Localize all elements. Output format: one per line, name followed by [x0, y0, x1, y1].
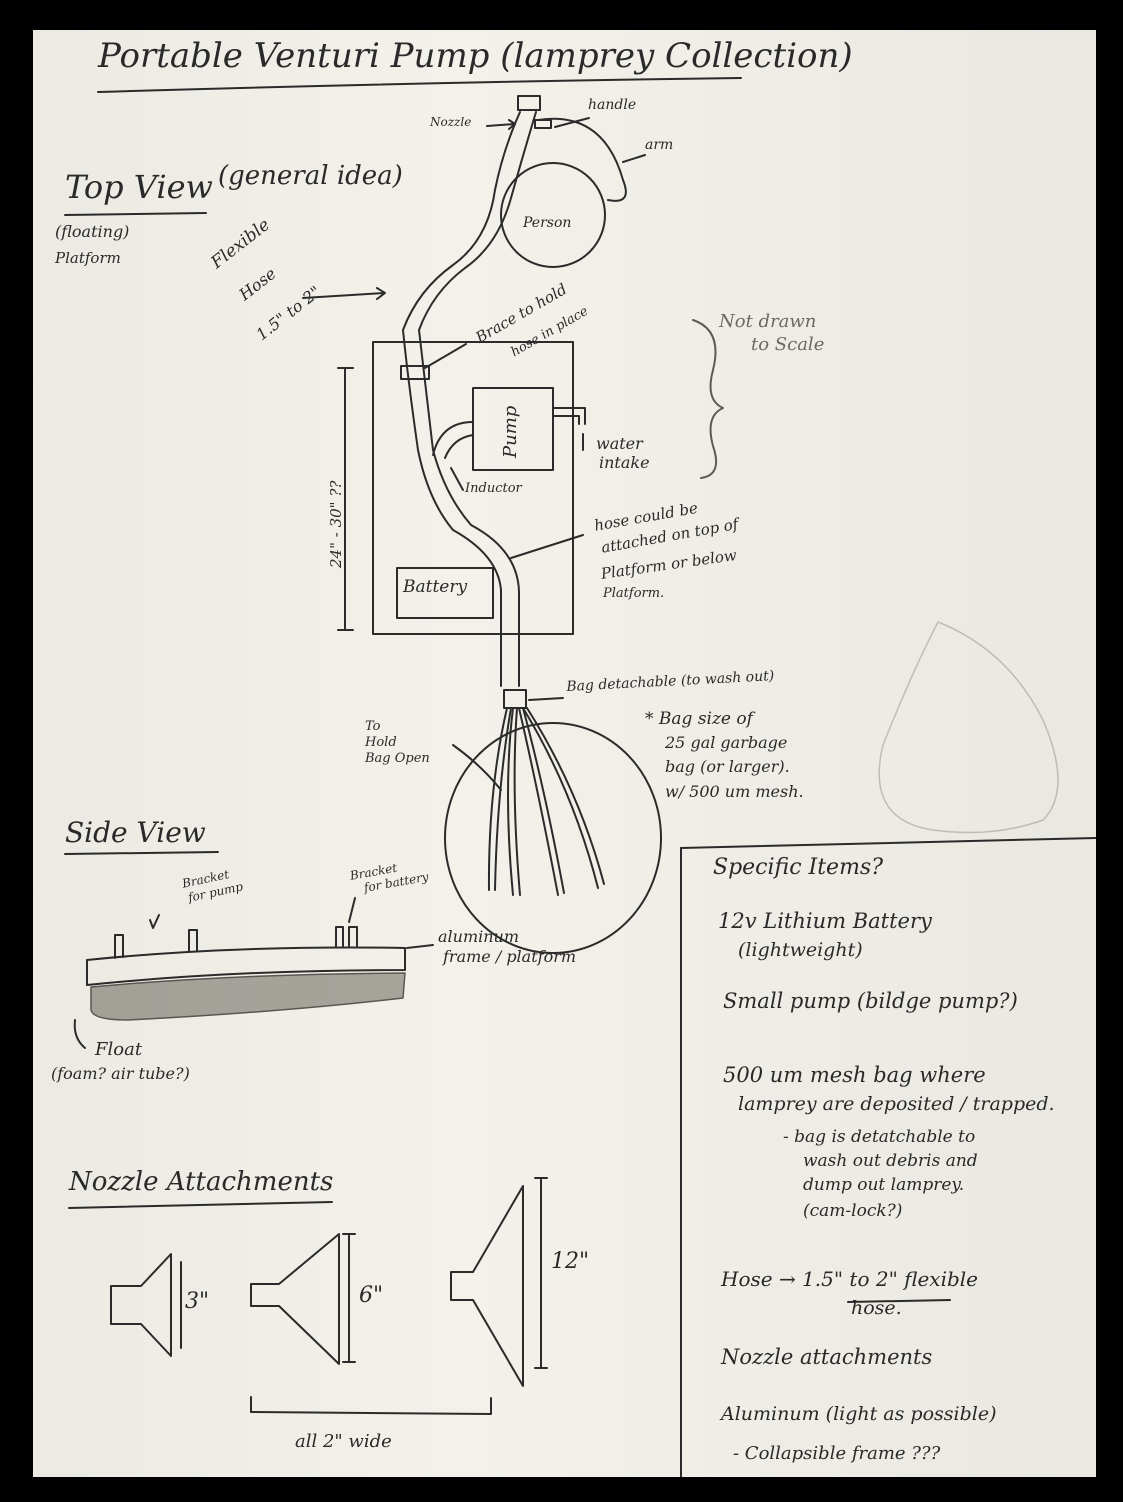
nozzle-3in [111, 1254, 171, 1356]
inductor-arrow [451, 468, 463, 490]
page-title: Portable Venturi Pump (lamprey Collectio… [98, 38, 853, 75]
nozzle-heading-underline [69, 1202, 332, 1208]
arm-outline [538, 119, 626, 201]
nozzle-size-12: 12" [551, 1250, 589, 1274]
side-view-heading: Side View [65, 818, 206, 849]
side-view-underline [65, 852, 218, 854]
item-battery: 12v Lithium Battery [718, 910, 932, 933]
bag-size-1: * Bag size of [645, 710, 753, 729]
arm-arrow [623, 155, 645, 162]
bag-rib-3 [519, 708, 564, 895]
item-hose-2: hose. [851, 1298, 902, 1319]
items-heading: Specific Items? [713, 856, 883, 880]
platform-label: Platform [55, 250, 121, 267]
inductor-branch [433, 422, 473, 458]
pump-label: Pump [501, 406, 521, 458]
nozzle-6in-dim [343, 1234, 355, 1362]
to-hold-label-1: To [365, 720, 381, 734]
scale-brace [693, 320, 723, 478]
item-aluminum: Aluminum (light as possible) [721, 1404, 997, 1425]
nozzle-12in-dim [535, 1178, 547, 1368]
item-bag-sub-1: - bag is detatchable to [783, 1128, 975, 1147]
battery-bracket [336, 927, 357, 947]
items-box-top [681, 838, 1096, 848]
top-view-heading: Top View [65, 170, 213, 205]
bag-rib-4 [523, 708, 604, 888]
item-mesh-bag-2: lamprey are deposited / trapped. [738, 1094, 1055, 1115]
bracket-battery-arrow [349, 898, 355, 922]
nozzle-size-3: 3" [185, 1290, 209, 1314]
top-view-underline [65, 213, 206, 215]
nozzle-6in [251, 1234, 339, 1364]
title-underline [98, 78, 741, 92]
bag-detach-arrow [529, 698, 563, 700]
nozzle-size-6: 6" [359, 1284, 383, 1308]
bag-size-4: w/ 500 um mesh. [665, 783, 804, 801]
handle-block [535, 120, 551, 128]
bag-clamp [504, 690, 526, 708]
float-label-1: Float [95, 1040, 142, 1060]
hose-note-4: Platform. [603, 587, 664, 601]
float-label-2: (foam? air tube?) [51, 1065, 190, 1083]
erased-ghost-shape [879, 622, 1058, 832]
float-arrow [75, 1020, 85, 1048]
not-drawn-label-1: Not drawn [719, 312, 816, 332]
bracket-pump-arrow [150, 915, 159, 928]
nozzle-head [518, 96, 540, 110]
item-battery-note: (lightweight) [738, 940, 863, 961]
frame-label-1: aluminum [438, 928, 519, 946]
to-hold-label-3: Bag Open [365, 752, 430, 766]
frame-label-2: frame / platform [443, 948, 576, 966]
item-frame: - Collapsible frame ??? [733, 1444, 940, 1464]
nozzle-label: Nozzle [430, 116, 471, 129]
nozzle-width-note: all 2" wide [295, 1432, 392, 1452]
hose-left [403, 112, 520, 686]
battery-label: Battery [403, 578, 467, 597]
item-bag-sub-2: wash out debris and [803, 1152, 978, 1171]
pump-bracket-1 [115, 935, 123, 958]
floating-label: (floating) [55, 223, 129, 241]
handle-label: handle [588, 98, 636, 113]
nozzle-heading: Nozzle Attachments [69, 1168, 333, 1197]
nozzle-12in [451, 1186, 523, 1386]
pump-bracket-2 [189, 930, 197, 952]
nozzle-arrow [487, 120, 515, 129]
width-bracket [251, 1397, 491, 1414]
not-drawn-label-2: to Scale [751, 335, 824, 355]
sketch-page: Portable Venturi Pump (lamprey Collectio… [33, 30, 1096, 1477]
water-intake-label-2: intake [599, 454, 650, 472]
item-bag-sub-4: (cam-lock?) [803, 1202, 902, 1221]
water-intake-label-1: water [596, 435, 643, 453]
hose-right [419, 112, 536, 686]
item-hose: Hose → 1.5" to 2" flexible [721, 1268, 978, 1290]
item-nozzle: Nozzle attachments [721, 1346, 932, 1369]
water-intake-pipe [553, 408, 585, 424]
bag-size-2: 25 gal garbage [665, 734, 787, 752]
item-mesh-bag: 500 um mesh bag where [723, 1064, 986, 1087]
bag-size-3: bag (or larger). [665, 758, 790, 776]
item-pump: Small pump (bildge pump?) [723, 990, 1018, 1013]
brace-arrow [425, 344, 466, 368]
frame-arrow [407, 945, 433, 948]
bag-rib-2 [508, 708, 520, 895]
top-view-note: (general idea) [218, 162, 403, 191]
inductor-label: Inductor [465, 482, 522, 496]
item-bag-sub-3: dump out lamprey. [803, 1176, 964, 1195]
person-label: Person [523, 216, 571, 231]
arm-label: arm [645, 138, 673, 153]
dimension-label: 24" - 30" ?? [328, 481, 345, 568]
to-hold-label-2: Hold [365, 736, 397, 750]
